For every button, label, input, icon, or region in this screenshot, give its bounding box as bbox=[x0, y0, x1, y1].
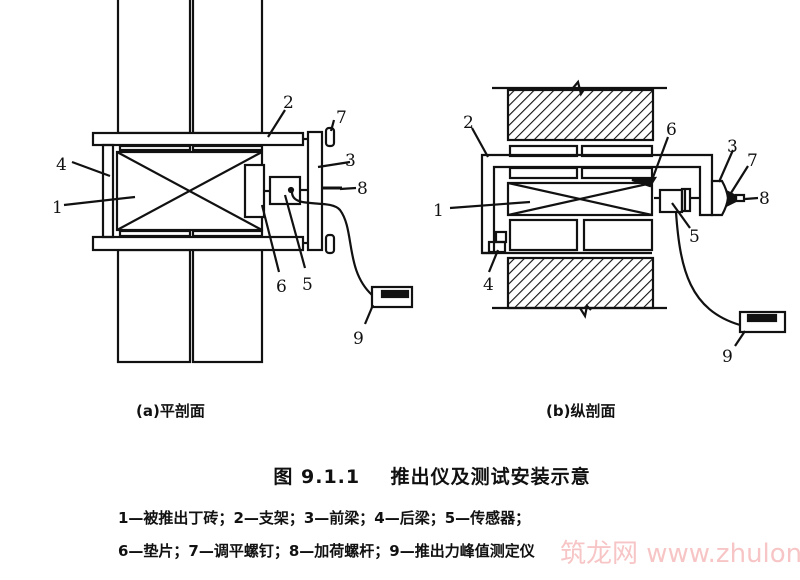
svg-text:8: 8 bbox=[357, 179, 368, 199]
svg-text:2: 2 bbox=[283, 93, 294, 113]
svg-text:3: 3 bbox=[727, 137, 738, 157]
plan-labels: 1 2 3 4 56 7 8 9 bbox=[52, 93, 368, 349]
svg-text:8: 8 bbox=[759, 189, 770, 209]
svg-text:4: 4 bbox=[56, 155, 67, 175]
longitudinal-labels: 1 2 3 4 5 6 78 9 bbox=[433, 113, 770, 367]
svg-text:3: 3 bbox=[345, 151, 356, 171]
figure-title-text: 推出仪及测试安装示意 bbox=[390, 466, 591, 488]
subfigure-a-caption: (a)平剖面 bbox=[136, 402, 205, 420]
svg-text:1: 1 bbox=[52, 198, 63, 218]
legend-line-2: 6—垫片；7—调平螺钉；8—加荷螺杆；9—推出力峰值测定仪 bbox=[118, 542, 535, 560]
svg-text:7: 7 bbox=[747, 151, 758, 171]
svg-text:1: 1 bbox=[433, 201, 444, 221]
svg-text:9: 9 bbox=[722, 347, 733, 367]
plan-section-diagram bbox=[63, 0, 414, 364]
svg-text:9: 9 bbox=[353, 329, 364, 349]
svg-text:7: 7 bbox=[336, 108, 347, 128]
svg-text:4: 4 bbox=[483, 275, 494, 295]
svg-text:5: 5 bbox=[302, 275, 313, 295]
legend-line-1: 1—被推出丁砖；2—支架；3—前梁；4—后梁；5—传感器； bbox=[118, 509, 531, 527]
watermark: 筑龙网 www.zhulong.cn bbox=[560, 539, 800, 569]
svg-text:2: 2 bbox=[463, 113, 474, 133]
figure-number: 图 9.1.1 bbox=[273, 466, 361, 488]
svg-text:5: 5 bbox=[689, 227, 700, 247]
svg-text:6: 6 bbox=[666, 120, 677, 140]
svg-text:6: 6 bbox=[276, 277, 287, 297]
subfigure-b-caption: (b)纵剖面 bbox=[546, 402, 616, 420]
longitudinal-section-diagram bbox=[449, 79, 787, 347]
figure-title: 图 9.1.1 推出仪及测试安装示意 bbox=[0, 462, 800, 489]
